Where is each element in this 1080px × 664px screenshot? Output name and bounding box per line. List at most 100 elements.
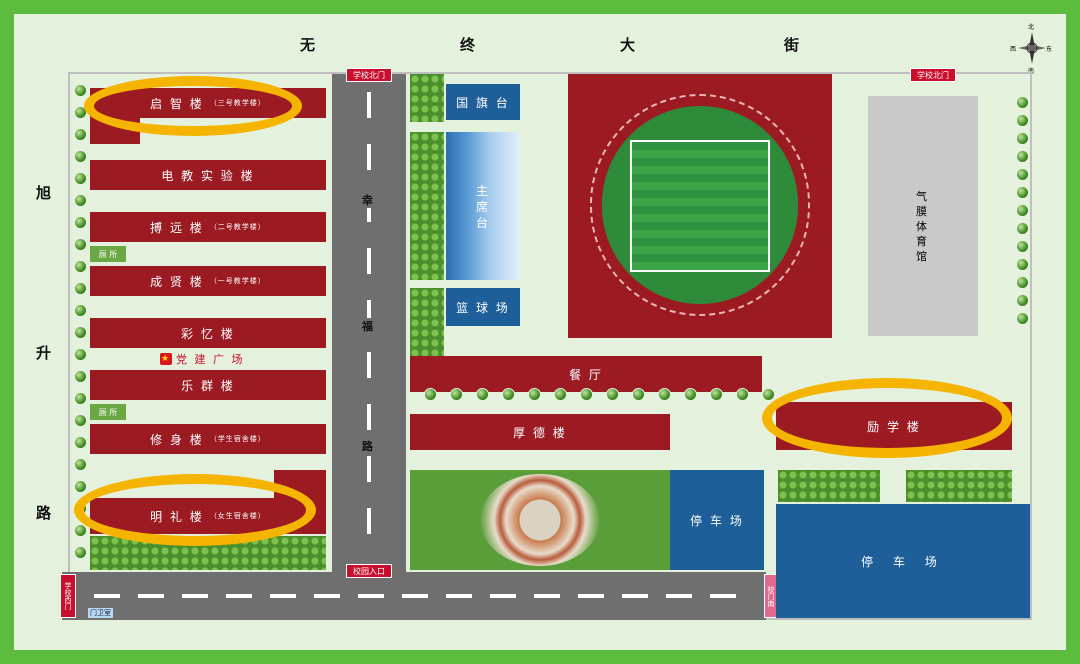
main-stand-char-3: 台	[476, 216, 489, 230]
tree-icon	[74, 436, 87, 449]
tree-icon	[1016, 294, 1029, 307]
highlight-ring-yixue	[762, 378, 1012, 458]
compass-north: 北	[1028, 24, 1035, 31]
street-north-char-1: 无	[300, 36, 316, 54]
tree-icon	[450, 388, 463, 401]
gate-west: 学校西门	[60, 574, 76, 618]
road-dash	[367, 92, 371, 118]
tree-icon	[74, 480, 87, 493]
running-track	[590, 94, 810, 316]
chengxian-name: 成 贤 楼	[150, 274, 204, 289]
air-dome-gym: 气 膜 体 育 馆	[868, 96, 978, 336]
road-dash	[367, 300, 371, 326]
main-stand: 主 席 台	[446, 132, 520, 280]
tree-icon	[528, 388, 541, 401]
gate-north-right: 学校北门	[910, 68, 956, 82]
road-dash	[226, 594, 252, 598]
highlight-ring-qizhi	[84, 76, 302, 136]
sports-field	[568, 74, 832, 338]
tree-icon	[580, 388, 593, 401]
highlight-ring-mingli	[74, 474, 316, 546]
xiushen-building: 修 身 楼 （学生宿舍楼）	[90, 424, 326, 454]
green-strip-1	[410, 74, 444, 122]
road-dash	[446, 594, 472, 598]
road-dash	[367, 508, 371, 534]
compass-east: 东	[1046, 46, 1053, 53]
lequn-building: 乐 群 楼	[90, 370, 326, 400]
street-west-char-2: 升	[36, 344, 52, 362]
dangjian-name: 党 建 广 场	[176, 353, 245, 366]
street-north-char-2: 终	[460, 36, 476, 54]
road-dash	[367, 404, 371, 430]
dangjian-square: ★ 党 建 广 场	[160, 350, 245, 368]
tree-icon	[684, 388, 697, 401]
parking-small: 停 车 场	[670, 470, 764, 570]
tree-icon	[1016, 312, 1029, 325]
tree-icon	[476, 388, 489, 401]
tree-icon	[1016, 240, 1029, 253]
road-dash	[402, 594, 428, 598]
street-north-char-3: 大	[620, 36, 636, 54]
tree-icon	[1016, 204, 1029, 217]
road-dash	[710, 594, 736, 598]
chengxian-sub: （一号教学楼）	[209, 277, 266, 285]
tree-icon	[606, 388, 619, 401]
tree-icon	[74, 326, 87, 339]
garden-bed-east-1	[778, 470, 880, 502]
street-north-char-4: 街	[784, 36, 800, 54]
gate-campus-entrance: 校园入口	[346, 564, 392, 578]
boyuan-sub: （二号教学楼）	[209, 223, 266, 231]
tree-icon	[1016, 186, 1029, 199]
tree-icon	[74, 238, 87, 251]
garden-bed-east-2	[906, 470, 1012, 502]
road-dash	[367, 456, 371, 482]
road-dash	[490, 594, 516, 598]
houde-name: 厚 德 楼	[513, 425, 567, 440]
tree-icon	[1016, 132, 1029, 145]
compass-icon	[1018, 32, 1046, 64]
road-dash	[314, 594, 340, 598]
road-dash	[94, 594, 120, 598]
toilet-2: 厕 所	[90, 404, 126, 420]
tree-icon	[74, 304, 87, 317]
tree-icon	[74, 194, 87, 207]
road-dash	[367, 144, 371, 170]
road-dash	[138, 594, 164, 598]
tree-icon	[736, 388, 749, 401]
boyuan-name: 搏 远 楼	[150, 220, 204, 235]
dianjiao-building: 电 教 实 验 楼	[90, 160, 326, 190]
tree-icon	[74, 524, 87, 537]
tree-icon	[74, 128, 87, 141]
compass-west: 西	[1010, 46, 1017, 53]
tree-icon	[74, 260, 87, 273]
canteen-building: 餐 厅	[410, 356, 762, 392]
road-dash	[358, 594, 384, 598]
road-dash	[622, 594, 648, 598]
gym-char-4: 育	[916, 235, 927, 248]
chengxian-building: 成 贤 楼 （一号教学楼）	[90, 266, 326, 296]
central-garden	[410, 470, 670, 570]
main-stand-char-2: 席	[476, 200, 489, 214]
road-dash	[666, 594, 692, 598]
green-strip-3	[410, 288, 444, 356]
tree-icon	[1016, 114, 1029, 127]
parking-large: 停 车 场	[776, 504, 1030, 618]
tree-icon	[74, 84, 87, 97]
tree-icon	[1016, 150, 1029, 163]
road-dash	[270, 594, 296, 598]
main-stand-char-1: 主	[476, 184, 489, 198]
tree-icon	[1016, 168, 1029, 181]
tree-icon	[710, 388, 723, 401]
party-emblem-icon: ★	[160, 353, 172, 365]
road-name-char-2: 福	[362, 318, 373, 334]
tree-icon	[424, 388, 437, 401]
gym-char-3: 体	[916, 220, 927, 233]
canteen-name: 餐 厅	[569, 367, 603, 382]
road-dash	[367, 352, 371, 378]
tree-icon	[74, 282, 87, 295]
road-dash	[534, 594, 560, 598]
xiushen-name: 修 身 楼	[150, 432, 204, 447]
road-dash	[182, 594, 208, 598]
tree-icon	[632, 388, 645, 401]
